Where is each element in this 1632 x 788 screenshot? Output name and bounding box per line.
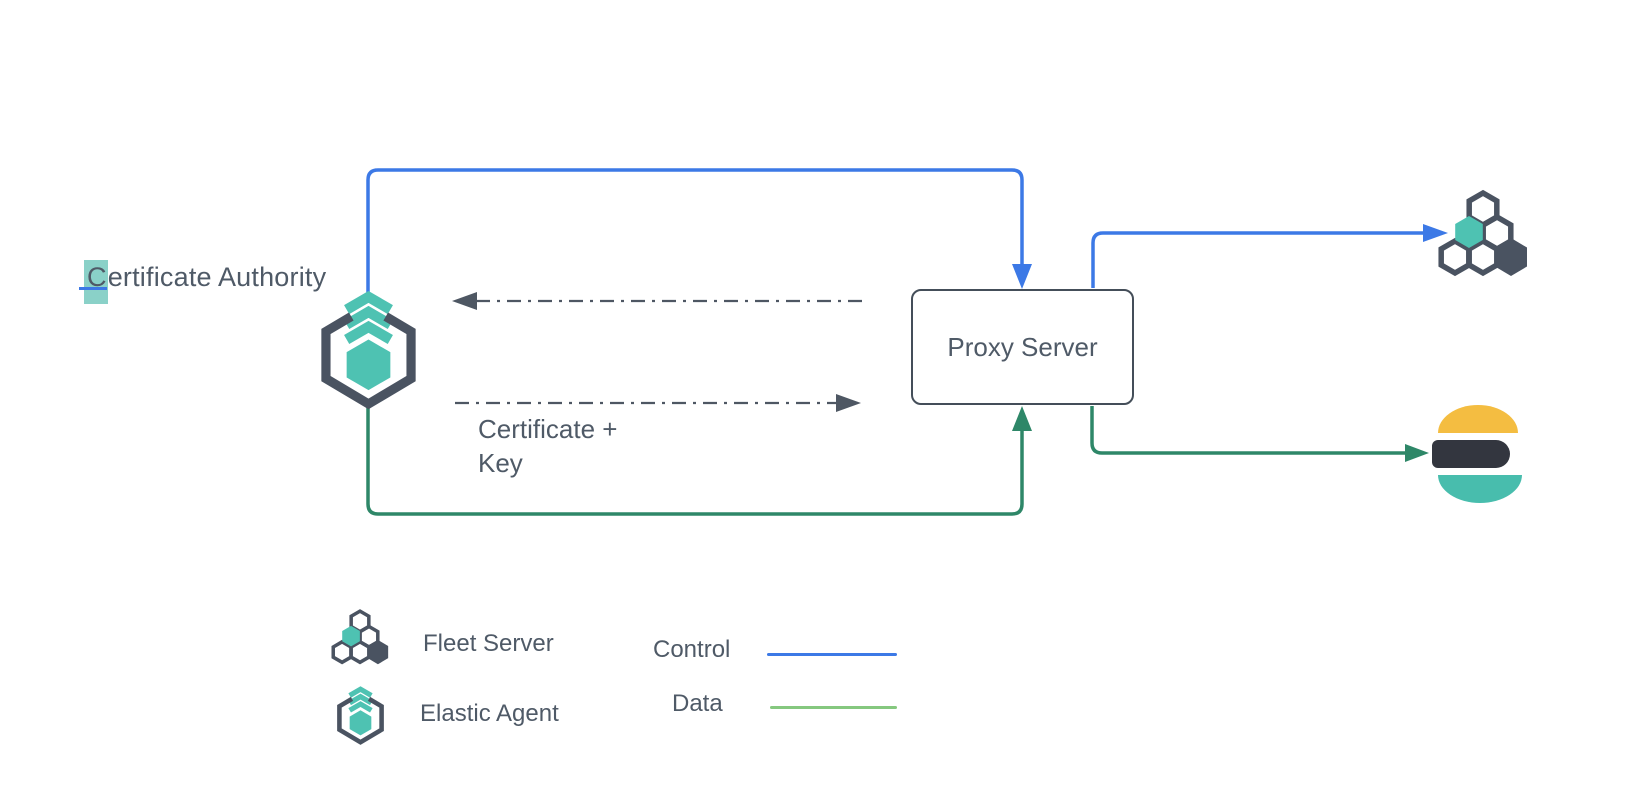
elasticsearch-logo-icon[interactable] [1432,405,1528,503]
data-connector-proxy-to-elasticsearch[interactable] [1090,406,1429,462]
proxy-server-label: Proxy Server [947,331,1098,362]
agent-chevrons-icon [348,686,373,713]
agent-bracket-hexagon-outline [337,696,384,745]
elasticsearch-teal-shape [1438,475,1522,503]
control-line [366,168,1024,301]
agent-center-hexagon [346,339,391,391]
legend-elastic-agent-icon[interactable] [332,686,389,746]
legend-elastic-agent-label: Elastic Agent [420,700,559,727]
certificate-key-line1: Certificate + [478,414,618,444]
legend-data-label: Data [672,690,723,717]
arrowhead-up-icon [1012,406,1032,431]
arrowhead-right-icon [1423,224,1448,242]
legend-control-label: Control [653,636,731,663]
fleet-teal-hexagon [1455,216,1483,248]
control-line [1091,231,1424,288]
fleet-dark-hexagon [1495,238,1527,276]
legend-control-line-sample [767,653,897,656]
agent-bracket-hexagon-outline [321,312,416,410]
elastic-agent-hexagon-icon[interactable] [311,291,426,411]
fleet-teal-hexagon [342,625,360,647]
dashed-connector-proxy-to-agent[interactable] [452,292,866,310]
agent-chevrons-icon [344,291,393,344]
arrowhead-right-icon [1405,444,1429,462]
certificate-key-line2: Key [478,448,523,478]
fleet-dark-hexagon [367,639,389,665]
legend-data-line-sample [770,706,897,709]
elasticsearch-yellow-shape [1438,405,1518,433]
agent-center-hexagon [349,710,372,736]
elasticsearch-dark-shape [1432,440,1510,468]
legend-fleet-server-icon[interactable] [328,608,392,668]
certificate-key-label[interactable]: Certificate + Key [478,412,617,480]
data-connector-agent-to-proxy[interactable] [366,404,1032,516]
fleet-server-hexagon-cluster-icon[interactable] [1433,189,1533,281]
control-connector-agent-to-proxy[interactable] [366,168,1032,301]
dashed-connector-certificate-key[interactable] [455,394,861,412]
data-line [1090,406,1406,455]
certificate-authority-text: ertificate Authority [107,262,327,292]
legend-fleet-server-label: Fleet Server [423,630,554,657]
text-selection-highlight: C [84,260,108,304]
certificate-authority-label[interactable]: Certificate Authority [84,260,327,304]
arrowhead-down-icon [1012,264,1032,289]
arrowhead-right-icon [836,394,861,412]
arrowhead-left-icon [452,292,477,310]
data-line [366,404,1024,516]
proxy-server-node[interactable]: Proxy Server [911,289,1134,405]
control-connector-proxy-to-fleet[interactable] [1091,224,1448,288]
